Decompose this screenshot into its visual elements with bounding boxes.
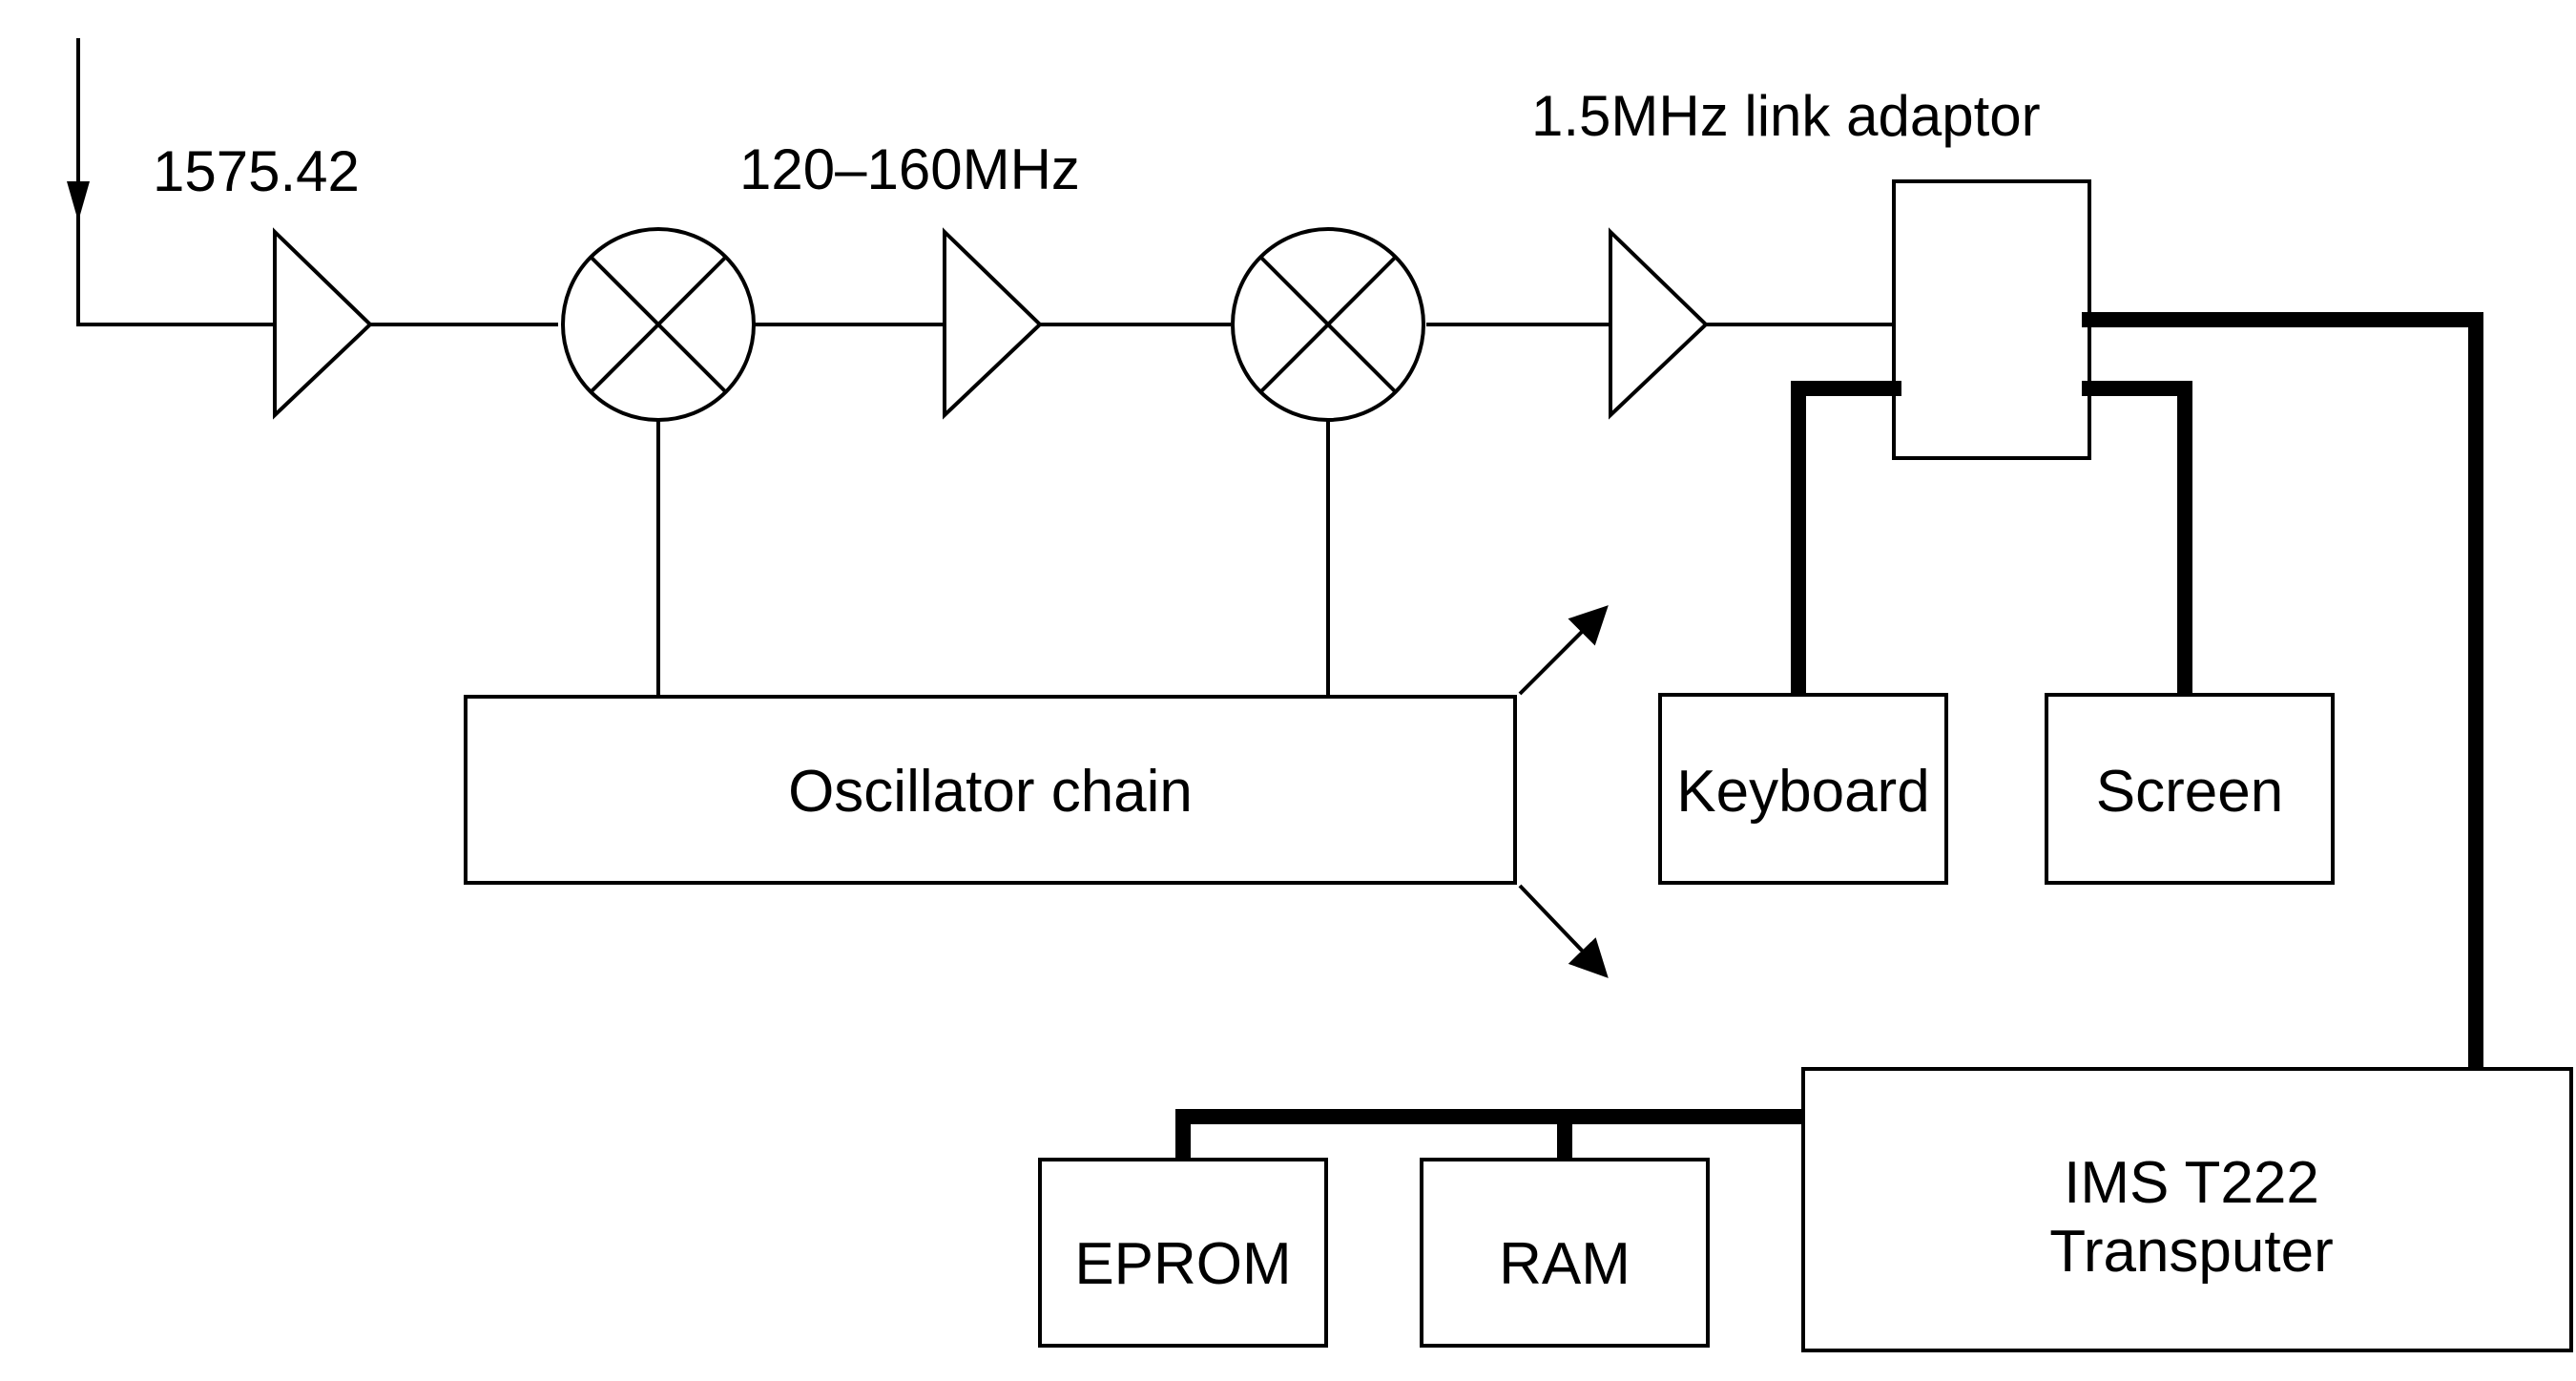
mixer-2-icon [1231, 227, 1425, 422]
oscillator-arrow-down-icon [1518, 884, 1609, 978]
ram-label: RAM [1499, 1231, 1631, 1297]
eprom-label: EPROM [1074, 1231, 1291, 1297]
signal-path [76, 215, 1894, 326]
if-frequency-label: 120–160MHz [739, 137, 1080, 201]
data-bus [1175, 312, 2483, 1167]
input-arrow-icon [67, 38, 90, 221]
mixer-1-icon [561, 227, 756, 422]
transputer-box [1801, 1067, 2573, 1352]
keyboard-label: Keyboard [1676, 759, 1929, 825]
link-adaptor-box [1892, 179, 2091, 460]
link-adaptor-label: 1.5MHz link adaptor [1531, 84, 2041, 148]
keyboard-box [1658, 693, 1948, 885]
input-frequency-label: 1575.42 [153, 139, 360, 203]
amplifier-1-icon [273, 227, 373, 420]
amplifier-2-icon [943, 227, 1043, 420]
amplifier-3-icon [1609, 227, 1709, 420]
oscillator-chain-box [464, 695, 1517, 885]
screen-box [2045, 693, 2335, 885]
transputer-label-line2: Transputer [2049, 1219, 2334, 1285]
screen-label: Screen [2096, 759, 2283, 825]
oscillator-chain-label: Oscillator chain [788, 759, 1193, 825]
ram-box [1420, 1158, 1710, 1348]
eprom-box [1038, 1158, 1328, 1348]
oscillator-arrow-up-icon [1518, 605, 1609, 696]
transputer-label-line1: IMS T222 [2064, 1150, 2319, 1216]
